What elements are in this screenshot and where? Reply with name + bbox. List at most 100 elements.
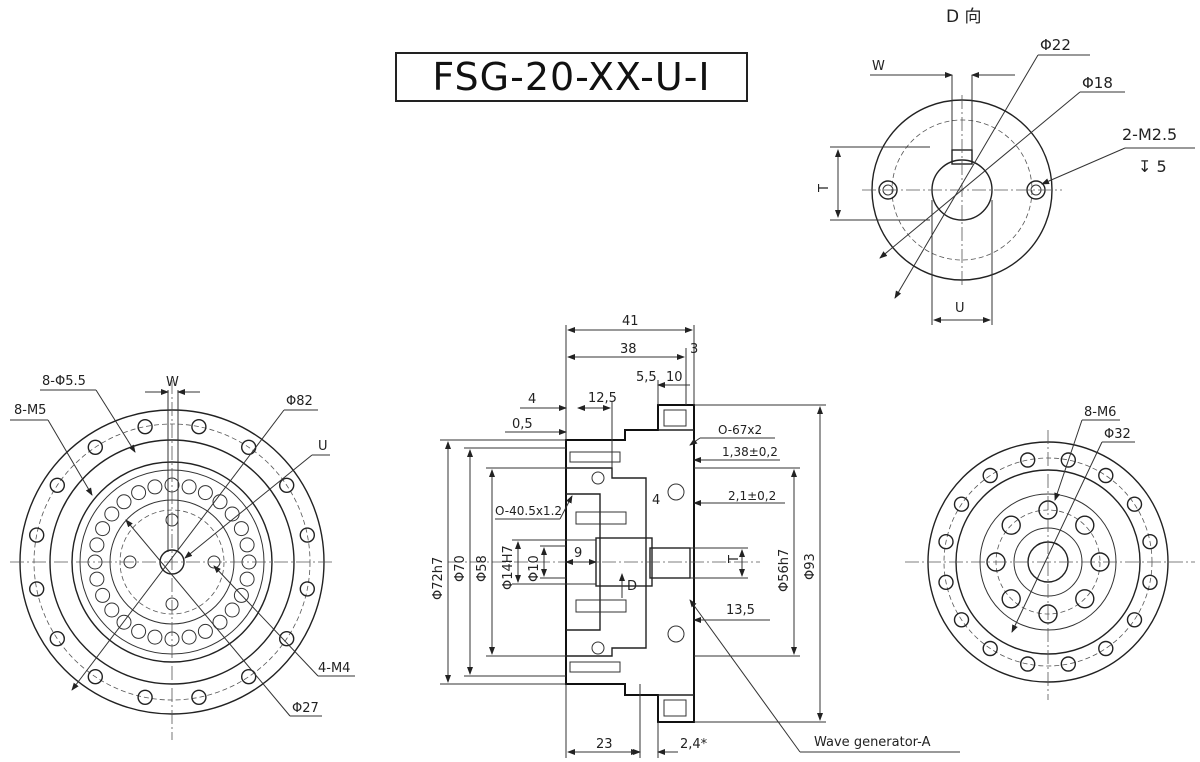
sec-125-label: 12,5 [588, 391, 617, 406]
sec-05-label: 0,5 [512, 417, 533, 432]
sec-phi93-label: Φ93 [803, 553, 818, 580]
view-section: 41 38 3 5,5 10 12,5 4 0,5 Φ72h7 Φ70 Φ58 … [431, 314, 960, 758]
left-bolt-hole [191, 419, 207, 435]
sec-phi14-label: Φ14H7 [501, 545, 516, 590]
left-phi27-leader [125, 519, 291, 717]
section-ball-bottom [667, 625, 685, 643]
left-bolt-hole [279, 477, 295, 493]
sec-41-label: 41 [622, 314, 639, 329]
left-roller [116, 494, 132, 510]
right-bolt-hole [1019, 452, 1036, 468]
right-phi32-leader [1011, 441, 1103, 633]
right-bolt-hole [1126, 496, 1143, 512]
left-roller [233, 587, 249, 603]
right-bolt-hole [1142, 534, 1158, 550]
left-w-label: W [166, 375, 179, 390]
right-bolt-hole [938, 574, 954, 590]
left-bolt-hole [299, 527, 315, 543]
left-roller [131, 623, 147, 639]
left-roller [181, 629, 197, 645]
sec-24-label: 2,4* [680, 737, 708, 752]
left-bolt-hole [279, 631, 295, 647]
left-bolt-hole [49, 631, 65, 647]
left-roller [212, 614, 228, 630]
left-roller [197, 623, 213, 639]
left-u-leader [184, 454, 313, 559]
right-m6-hole [1075, 589, 1095, 609]
view-d: D 向 W T U Φ22 Φ18 2-M [817, 7, 1195, 325]
left-bolt-hole [191, 689, 207, 705]
left-roller [89, 537, 105, 553]
view-d-phi18-label: Φ18 [1082, 74, 1113, 92]
right-m6-hole [1001, 589, 1021, 609]
sec-o67-leader [689, 437, 701, 446]
sec-o67-label: O-67x2 [718, 423, 762, 437]
section-bolt-top [569, 451, 621, 463]
right-m6-leader [1054, 419, 1083, 501]
section-roller-top [591, 471, 605, 485]
left-bolt-hole [240, 669, 257, 685]
view-right: 8-M6 Φ32 [905, 405, 1195, 700]
sec-o405-leader [559, 495, 573, 520]
section-bearing-seat [566, 493, 601, 631]
left-m4-leader [213, 565, 319, 677]
sec-phi72-label: Φ72h7 [431, 557, 446, 600]
right-bolt-hole [982, 640, 998, 657]
left-roller [181, 479, 197, 495]
view-left: W 8-Φ5.5 8-M5 Φ82 U 4-M4 Φ27 [10, 374, 355, 740]
section-bolt-bottom [569, 661, 621, 673]
sec-4-label: 4 [528, 392, 536, 407]
sec-3-label: 3 [690, 342, 698, 357]
left-roller [104, 602, 120, 618]
right-bolt-hole [1098, 640, 1114, 657]
right-bolt-hole [1060, 452, 1077, 468]
section-screw-bottom [575, 599, 627, 613]
view-d-t-label: T [817, 184, 832, 193]
sec-55-label: 5,5 [636, 370, 657, 385]
right-bolt-hole [1098, 467, 1114, 484]
left-roller [239, 537, 255, 553]
left-roller [89, 571, 105, 587]
section-flange-lines [658, 429, 694, 696]
right-phi32-label: Φ32 [1104, 427, 1131, 442]
view-d-phi18-leader [879, 91, 1081, 259]
sec-t-label: T [727, 555, 742, 564]
sec-d-label: D [627, 579, 637, 594]
left-holes-leader [95, 389, 136, 453]
left-roller [224, 506, 240, 522]
right-bolt-hole [1126, 612, 1143, 628]
view-d-thread-label: 2-M2.5 [1122, 125, 1177, 144]
left-bolt-hole [29, 581, 45, 597]
sec-38-label: 38 [620, 342, 637, 357]
left-roller [147, 479, 163, 495]
right-bolt-hole [938, 534, 954, 550]
left-roller [116, 614, 132, 630]
sec-138-label: 1,38±0,2 [722, 445, 778, 459]
right-bolt-hole [982, 467, 998, 484]
left-bolt-hole [137, 689, 153, 705]
section-ball-top [667, 483, 685, 501]
right-m6-hole [1001, 515, 1021, 535]
sec-phi10-label: Φ10 [527, 555, 542, 582]
sec-phi70-label: Φ70 [453, 555, 468, 582]
left-phi82-label: Φ82 [286, 394, 313, 409]
page-title: FSG-20-XX-U-I [432, 55, 711, 99]
section-wave-gen-hub [649, 547, 691, 579]
right-bolt-hole [1142, 574, 1158, 590]
sec-callout-label: Wave generator-A [814, 735, 931, 750]
view-d-u-label: U [955, 301, 965, 316]
sec-10-label: 10 [666, 370, 683, 385]
sec-23-label: 23 [596, 737, 613, 752]
left-bolt-hole [137, 419, 153, 435]
right-bolt-holes [938, 452, 1158, 672]
left-bearing-rollers [87, 477, 257, 647]
sec-o405-label: O-40.5x1.2 [495, 504, 562, 518]
left-phi82-leader [71, 409, 285, 691]
sec-21-label: 2,1±0,2 [728, 489, 776, 503]
left-bolt-hole [87, 669, 104, 685]
left-roller [233, 521, 249, 537]
section-screw-top [575, 511, 627, 525]
left-bolt-hole [29, 527, 45, 543]
left-bolt-hole [49, 477, 65, 493]
